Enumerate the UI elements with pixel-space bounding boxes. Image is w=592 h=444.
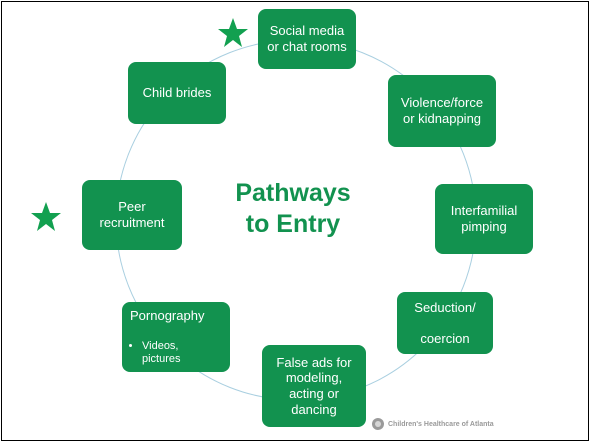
node-interfamilial-pimping: Interfamilial pimping [435,184,533,254]
childrens-healthcare-logo-icon [372,418,384,430]
pornography-bullets: Videos, pictures [130,328,181,379]
node-pornography: Pornography Videos, pictures [122,302,230,372]
footer-logo-text: Children's Healthcare of Atlanta [388,420,494,428]
star-icon [218,18,248,47]
footer-logo: Children's Healthcare of Atlanta [372,418,494,430]
node-child-brides: Child brides [128,62,226,124]
node-seduction-coercion: Seduction/ coercion [397,292,493,354]
center-title: Pathways to Entry [235,179,351,239]
star-icon [31,202,61,231]
node-false-ads: False ads for modeling, acting or dancin… [262,345,366,427]
pornography-title: Pornography [130,308,205,323]
node-violence-force: Violence/force or kidnapping [388,75,496,147]
pornography-bullet-item: Videos, pictures [142,340,181,365]
node-peer-recruitment: Peer recruitment [82,180,182,250]
node-social-media: Social media or chat rooms [258,9,356,69]
